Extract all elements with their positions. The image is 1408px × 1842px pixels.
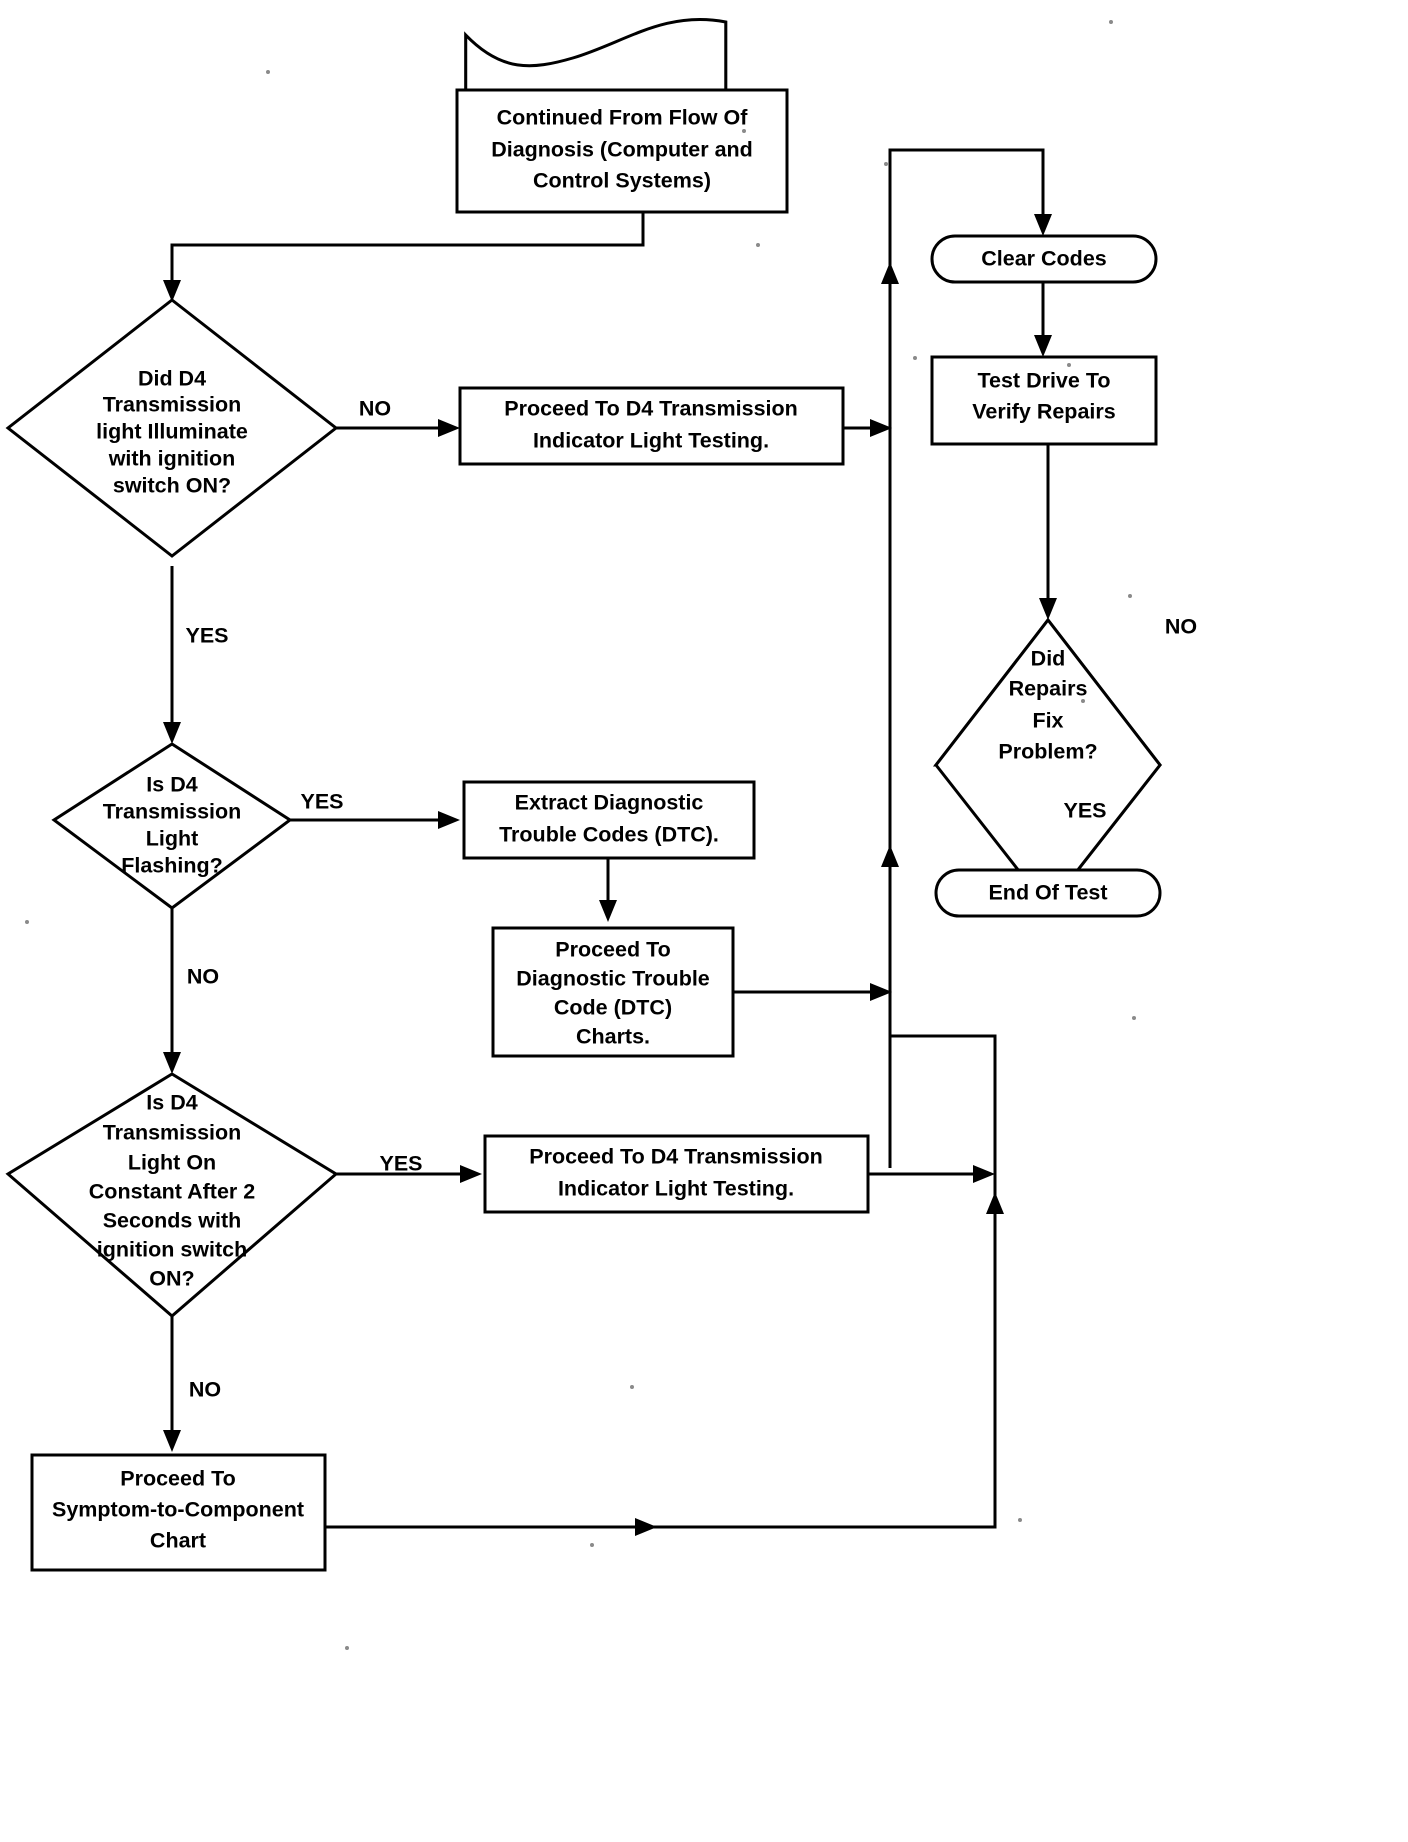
edge-label-d3-yes: YES (379, 1152, 422, 1176)
node-label: Proceed To (555, 938, 671, 962)
node-label: Transmission (103, 1121, 242, 1145)
node-label: switch ON? (113, 474, 231, 498)
connector-p1-to-riser (843, 419, 892, 437)
node-process-dtc-charts[interactable]: Proceed To Diagnostic Trouble Code (DTC)… (491, 926, 735, 1058)
connector-p4-to-far-riser (868, 1165, 995, 1183)
arrow-head (163, 1430, 181, 1452)
node-label: ignition switch (97, 1238, 248, 1262)
node-process-extract-dtc[interactable]: Extract Diagnostic Trouble Codes (DTC). (462, 780, 756, 860)
connector-d3-no (163, 1316, 181, 1452)
node-label: Transmission (103, 800, 242, 824)
arrow-head (163, 722, 181, 744)
node-label: End Of Test (988, 881, 1107, 905)
connector-main-riser (881, 148, 1052, 1168)
node-label: Trouble Codes (DTC). (499, 823, 719, 847)
node-process-test-drive[interactable]: Test Drive To Verify Repairs (930, 355, 1158, 446)
edge-label-d1-yes: YES (185, 624, 228, 648)
node-label: Verify Repairs (972, 400, 1115, 424)
edge-label-d2-no: NO (187, 965, 219, 989)
connector-d1-yes (163, 566, 181, 744)
arrow-head (1039, 598, 1057, 620)
arrow-head (973, 1165, 995, 1183)
node-label: light Illuminate (96, 420, 248, 444)
connector-d2-yes (288, 811, 460, 829)
arrow-head (163, 1052, 181, 1074)
connector-testdrive-to-d4 (1039, 444, 1057, 620)
connector-d1-no (334, 419, 460, 437)
node-process-proceed-d4-testing-top[interactable]: Proceed To D4 Transmission Indicator Lig… (458, 386, 845, 466)
node-label: Indicator Light Testing. (558, 1177, 794, 1201)
node-terminator-end-of-test[interactable]: End Of Test (934, 868, 1162, 918)
node-label: Is D4 (146, 773, 197, 797)
node-label: Continued From Flow Of (497, 106, 749, 130)
connector-continued-to-d1 (163, 211, 645, 302)
node-label: Constant After 2 (89, 1180, 255, 1204)
node-decision-d4-light-illuminate[interactable]: Did D4 Transmission light Illuminate wit… (5, 298, 339, 558)
connector-p2-to-p3 (599, 858, 617, 922)
connector-d2-no (163, 908, 181, 1074)
connector-far-riser-to-main (890, 1034, 997, 1204)
connector-p3-to-riser (733, 983, 892, 1001)
node-label: Proceed To D4 Transmission (504, 397, 798, 421)
arrow-head (438, 811, 460, 829)
node-label: Charts. (576, 1025, 650, 1049)
node-label: Flashing? (121, 854, 223, 878)
edge-label-d4-no: NO (1165, 615, 1197, 639)
node-label: Extract Diagnostic (515, 791, 704, 815)
node-label: Test Drive To (977, 369, 1110, 393)
node-label: Chart (150, 1529, 206, 1553)
node-label: Diagnostic Trouble (516, 967, 710, 991)
node-process-proceed-d4-testing-bottom[interactable]: Proceed To D4 Transmission Indicator Lig… (483, 1134, 870, 1214)
node-label: Is D4 (146, 1091, 197, 1115)
connector-d3-yes (334, 1165, 482, 1183)
node-label: Proceed To (120, 1467, 236, 1491)
arrow-head (438, 419, 460, 437)
arrow-head (881, 845, 899, 867)
node-label: Light (146, 827, 199, 851)
arrow-head (635, 1518, 657, 1536)
node-label: Indicator Light Testing. (533, 429, 769, 453)
node-process-symptom-to-component[interactable]: Proceed To Symptom-to-Component Chart (30, 1453, 327, 1572)
node-label: with ignition (108, 447, 236, 471)
node-label: Did D4 (138, 367, 206, 391)
arrow-head (1034, 335, 1052, 357)
connector-clearcodes-to-testdrive (1034, 281, 1052, 357)
node-label: Proceed To D4 Transmission (529, 1145, 823, 1169)
arrow-head (599, 900, 617, 922)
edge-label-d1-no: NO (359, 397, 391, 421)
node-decision-repairs-fix-problem[interactable]: Did Repairs Fix Problem? (932, 617, 1162, 911)
node-label: Transmission (103, 393, 242, 417)
scan-artifacts (25, 20, 1136, 1650)
connector-p5-to-far-riser (325, 1192, 1004, 1536)
node-label: Light On (128, 1151, 216, 1175)
node-label: ON? (149, 1267, 194, 1291)
node-label: Code (DTC) (554, 996, 672, 1020)
node-label: Problem? (998, 740, 1097, 764)
node-label: Did (1031, 647, 1066, 671)
node-label: Clear Codes (981, 247, 1107, 271)
edge-label-d2-yes: YES (300, 790, 343, 814)
node-label: Diagnosis (Computer and (491, 138, 753, 162)
node-label: Repairs (1009, 677, 1088, 701)
arrow-head (881, 262, 899, 284)
arrow-head (163, 280, 181, 302)
arrow-head (870, 983, 892, 1001)
edge-label-d3-no: NO (189, 1378, 221, 1402)
edge-label-d4-yes: YES (1063, 799, 1106, 823)
node-terminator-clear-codes[interactable]: Clear Codes (930, 234, 1158, 284)
node-decision-d4-light-flashing[interactable]: Is D4 Transmission Light Flashing? (51, 742, 293, 910)
arrow-head (1034, 214, 1052, 236)
node-label: Control Systems) (533, 169, 711, 193)
node-label: Symptom-to-Component (52, 1498, 304, 1522)
arrow-head (870, 419, 892, 437)
node-decision-d4-light-constant[interactable]: Is D4 Transmission Light On Constant Aft… (5, 1072, 339, 1318)
node-label: Fix (1032, 709, 1063, 733)
arrow-head (460, 1165, 482, 1183)
node-label: Seconds with (103, 1209, 242, 1233)
node-continued-from-flow[interactable]: Continued From Flow Of Diagnosis (Comput… (455, 17, 789, 214)
